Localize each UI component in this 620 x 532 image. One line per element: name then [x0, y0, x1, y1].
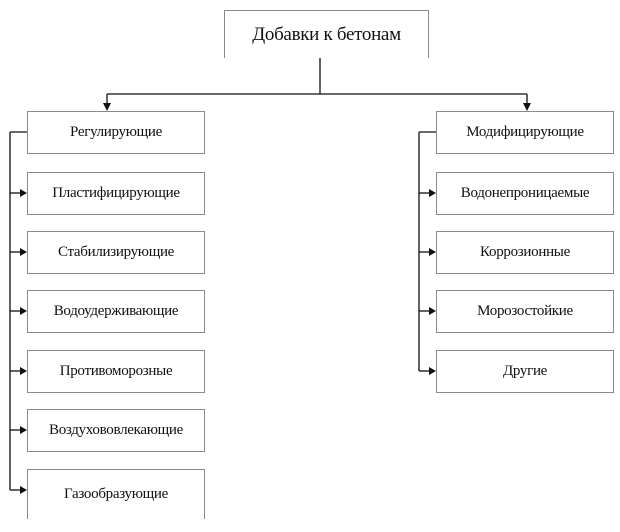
- right-item-node: Водонепроницаемые: [436, 172, 614, 215]
- right-item-node: Коррозионные: [436, 231, 614, 274]
- arrow-head-icon: [20, 248, 27, 256]
- left-item-node: Воздухововлекающие: [27, 409, 205, 452]
- left-item-node: Противоморозные: [27, 350, 205, 393]
- right-item-node: Другие: [436, 350, 614, 393]
- arrow-head-icon: [429, 307, 436, 315]
- left-item-node: Стабилизирующие: [27, 231, 205, 274]
- right-category-node: Модифицирующие: [436, 111, 614, 154]
- right-item-node: Морозостойкие: [436, 290, 614, 333]
- arrow-head-icon: [429, 367, 436, 375]
- arrow-head-icon: [20, 486, 27, 494]
- left-item-node: Пластифицирующие: [27, 172, 205, 215]
- left-category-node: Регулирующие: [27, 111, 205, 154]
- root-node-title: Добавки к бетонам: [224, 10, 429, 58]
- left-item-node: Газообразующие: [27, 469, 205, 519]
- arrow-head-icon: [20, 307, 27, 315]
- arrow-head-icon: [20, 189, 27, 197]
- arrow-head-icon: [20, 367, 27, 375]
- arrow-head-icon: [429, 189, 436, 197]
- arrow-head-icon: [429, 248, 436, 256]
- arrow-head-icon: [20, 426, 27, 434]
- left-item-node: Водоудерживающие: [27, 290, 205, 333]
